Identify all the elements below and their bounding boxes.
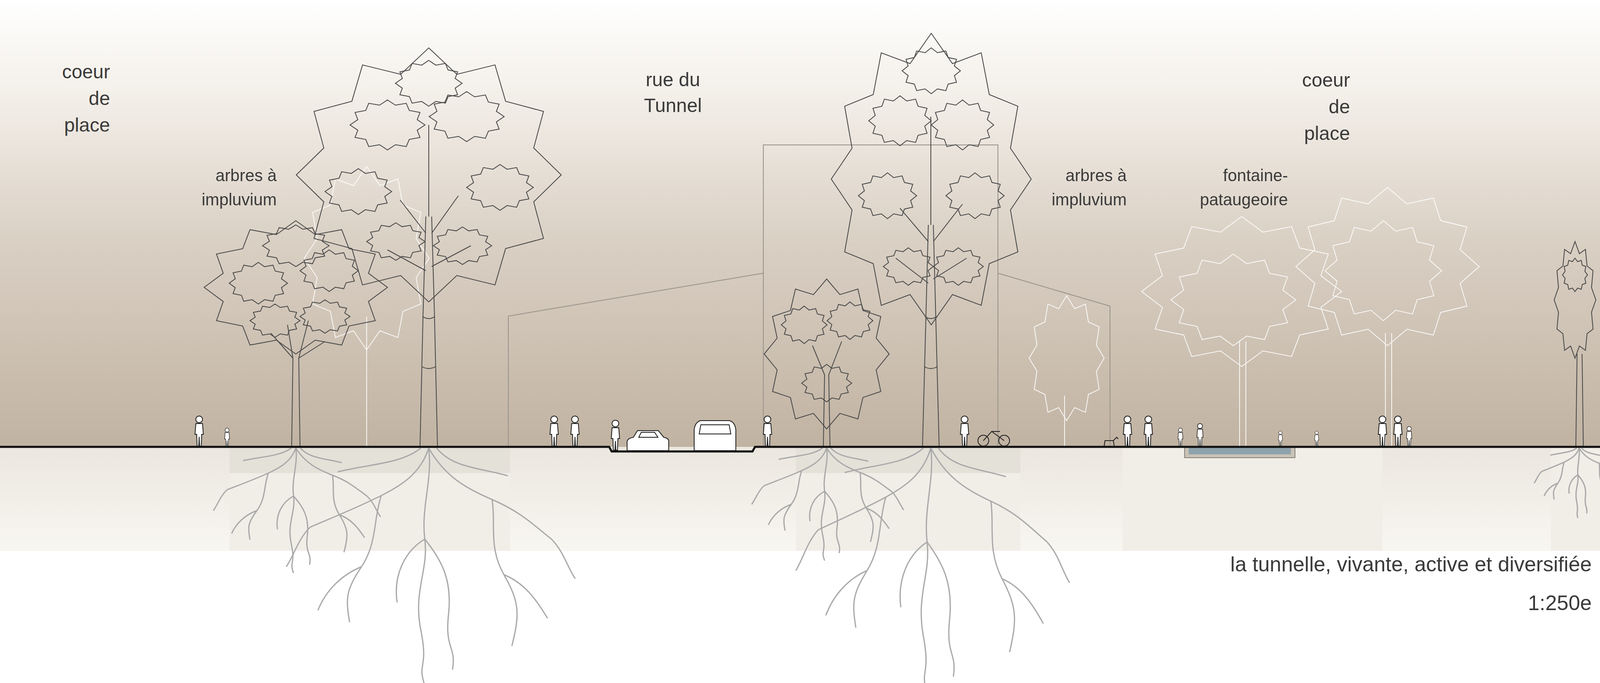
fountain-label: fontaine-pataugeoire (1200, 163, 1288, 212)
area-label: coeur de place (62, 58, 110, 139)
scale-label: 1:250e (1527, 590, 1592, 616)
caption-text: la tunnelle, vivante, active et diversif… (1230, 552, 1592, 578)
area-label: coeur de place (1302, 66, 1350, 147)
street-label: rue du Tunnel (635, 66, 711, 119)
tree-label: arbres à impluvium (201, 163, 277, 212)
tree-label: arbres à impluvium (1051, 163, 1127, 212)
